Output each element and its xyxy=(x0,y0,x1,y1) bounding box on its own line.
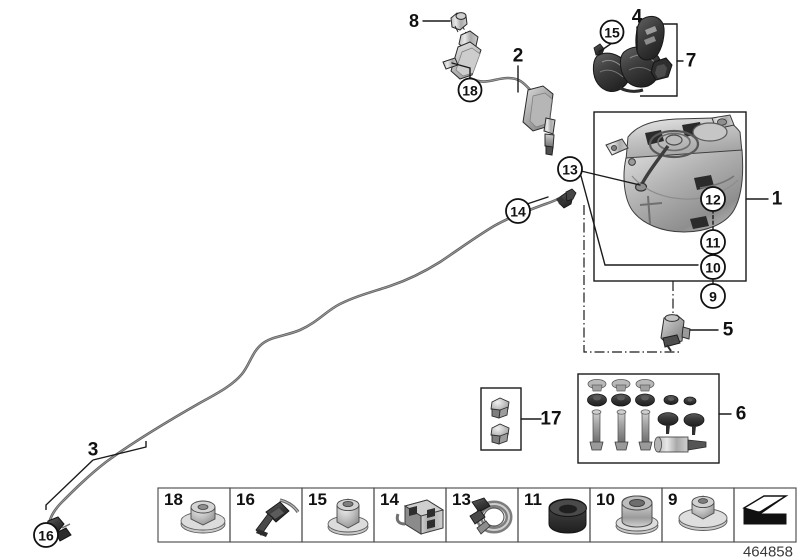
icon-line-clamp-block xyxy=(395,499,445,535)
callout-bubble-16 xyxy=(33,522,59,548)
part-8-injector-cap xyxy=(450,12,468,36)
callout-5: 5 xyxy=(723,320,734,341)
group-box-1 xyxy=(593,111,747,282)
callout-bubble-13 xyxy=(557,156,583,182)
leader-13-a xyxy=(580,170,641,186)
part-2-dosing-line-assembly xyxy=(442,30,556,156)
reference-frame-dashdot xyxy=(583,205,679,353)
callout-bubble-12 xyxy=(700,186,726,212)
line-top-connector xyxy=(556,188,577,209)
callout-bubble-11 xyxy=(700,229,726,255)
callout-2: 2 xyxy=(513,46,524,67)
icon-cable-tie-clip xyxy=(255,498,300,537)
strip-label-14: 14 xyxy=(380,490,399,509)
leader-13-b xyxy=(580,175,699,266)
parts-strip: 18 16 15 xyxy=(157,487,797,543)
kit-bolts xyxy=(589,409,653,451)
callout-16: 16 xyxy=(38,528,54,544)
callout-bubble-9 xyxy=(700,283,726,309)
callout-bubble-15 xyxy=(599,19,625,45)
part-1-scr-tank xyxy=(605,114,744,233)
bracket-3 xyxy=(45,441,147,510)
part-3-urea-supply-line xyxy=(48,194,565,522)
callout-15: 15 xyxy=(604,25,620,41)
direction-arrow-icon xyxy=(742,495,789,525)
icon-metal-bushing xyxy=(615,495,659,535)
leader-14 xyxy=(526,196,549,205)
part-17-screws xyxy=(490,397,510,445)
callout-9: 9 xyxy=(709,289,717,305)
strip-label-10: 10 xyxy=(596,490,615,509)
strip-label-11: 11 xyxy=(524,490,542,509)
callout-4: 4 xyxy=(632,7,643,28)
icon-hose-clamp-band xyxy=(469,497,513,535)
strip-cell-direction[interactable] xyxy=(733,487,797,543)
callout-13: 13 xyxy=(562,162,578,178)
group-box-6 xyxy=(577,373,720,464)
strip-label-18: 18 xyxy=(164,490,183,509)
icon-flange-nut-large xyxy=(180,500,226,534)
callout-17: 17 xyxy=(540,409,561,430)
callout-11: 11 xyxy=(706,235,721,251)
icon-washer-nut xyxy=(678,495,728,531)
icon-rubber-grommet xyxy=(548,498,587,534)
leader-18 xyxy=(451,62,471,82)
part-6-hardware-kit xyxy=(587,378,707,453)
callout-1: 1 xyxy=(772,189,783,210)
callout-10: 10 xyxy=(705,260,721,276)
callout-12: 12 xyxy=(705,192,721,208)
strip-label-9: 9 xyxy=(668,490,677,509)
diagram-code: 464858 xyxy=(743,543,793,560)
icon-flange-nut xyxy=(327,498,369,536)
strip-label-13: 13 xyxy=(452,490,471,509)
callout-bubble-14 xyxy=(505,198,531,224)
callout-bubble-18 xyxy=(457,77,483,103)
strip-label-15: 15 xyxy=(308,490,327,509)
callout-7: 7 xyxy=(686,51,697,72)
callout-3: 3 xyxy=(88,440,99,461)
strip-label-16: 16 xyxy=(236,490,255,509)
callout-18: 18 xyxy=(462,83,478,99)
bracket-7 xyxy=(640,23,678,97)
leader-15 xyxy=(598,42,613,53)
part-5-delivery-module xyxy=(660,314,691,352)
callout-8: 8 xyxy=(409,11,419,31)
callout-6: 6 xyxy=(736,404,747,425)
callout-14: 14 xyxy=(510,204,526,220)
part-7-heat-shield-upper xyxy=(635,15,665,61)
